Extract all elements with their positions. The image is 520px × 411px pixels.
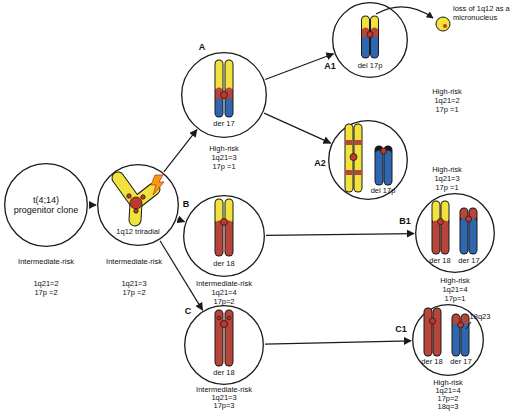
node-label: High-risk [432,88,462,97]
node-label: High-risk [432,166,462,175]
node-label: High-risk [209,145,239,154]
circle-outline [185,306,264,385]
clone-circle: t(4;14) progenitor cloneIntermediate-ris… [4,163,88,247]
clone-circle: Ader 17High-risk1q21=317p =1 [181,52,267,138]
node-label: 1q21=3 [211,154,236,163]
lineage-arrow [265,54,333,80]
branch-letter: C [185,306,192,316]
node-label: der 18 [429,257,450,266]
branch-letter: B1 [399,216,411,226]
circle-outline [329,121,408,200]
clone-circle: 1q12 triradialIntermediate-risk1q21=317p… [97,164,179,246]
node-label: 17p=2 [213,298,234,307]
circle-outline [333,3,408,78]
micronucleus [436,17,450,31]
node-label: Intermediate-risk [196,280,252,289]
node-label: der 18 [213,260,234,269]
clone-circle: C1der 18der 1718q23High-risk1q21=417p=21… [412,304,484,376]
branch-letter: A1 [324,61,336,71]
clone-circle: B1der 18der 17High-risk1q21=417p=1 [415,193,495,273]
circle-outline [98,165,179,246]
node-label: 1q21=2 [434,97,459,106]
node-label: 1q21=4 [211,289,236,298]
node-label: 18q23 [470,313,491,322]
node-label: Intermediate-risk [18,258,74,267]
node-label: High-risk [440,277,470,286]
circle-outline [328,120,408,200]
node-label: der 17 [213,120,234,129]
node-label: der 17 [450,358,471,367]
node-label: t(4;14) progenitor clone [13,195,79,215]
node-label: Intermediate-risk [106,258,162,267]
node-label: der 18 [213,369,234,378]
node-label: 17p=1 [444,295,465,304]
clone-circle: A1del 17pHigh-risk1q21=217p =1 [332,2,408,78]
lineage-arrow [266,234,414,236]
node-label: 17p =2 [34,289,57,298]
branch-letter: A [199,42,206,52]
lineage-arrow [178,219,185,222]
node-label: 17p =1 [212,163,235,172]
node-label: der 17 [458,257,479,266]
lineage-arrow [89,204,96,205]
node-label: del 17p [358,62,383,71]
node-label: 1q12 triradial [116,228,159,237]
node-label: del 17p [371,187,396,196]
circle-outline [415,193,495,273]
node-label: 1q21=2 [33,280,58,289]
branch-letter: B [183,199,190,209]
lineage-arrow [264,113,331,143]
node-label: 18q=3 [437,403,458,411]
circle-outline [184,196,265,277]
branch-letter: A2 [314,158,326,168]
circle-outline [182,53,267,138]
clone-circle: A2del 17pHigh-risk1q21=317p =1 [328,120,408,200]
node-label: 1q21=4 [442,286,467,295]
node-label: 17p=3 [213,402,234,411]
node-label: 1q21=3 [121,280,146,289]
clone-circle: Cder 18Intermediate-risk1q21=317p=3 [184,305,264,385]
lineage-arrow [164,130,197,172]
node-label: der 18 [421,358,442,367]
annotation-text: loss of 1q12 as a micronucleus [453,5,519,22]
circle-outline [5,164,88,247]
branch-letter: C1 [395,324,407,334]
lineage-arrow [265,341,411,344]
circle-outline [416,194,495,273]
node-label: 17p =1 [435,184,458,193]
micronucleus [443,24,447,28]
node-label: 1q21=3 [434,175,459,184]
clone-circle: Bder 18Intermediate-risk1q21=417p=2 [183,195,265,277]
node-label: 17p =1 [435,106,458,115]
node-label: 17p =2 [122,289,145,298]
